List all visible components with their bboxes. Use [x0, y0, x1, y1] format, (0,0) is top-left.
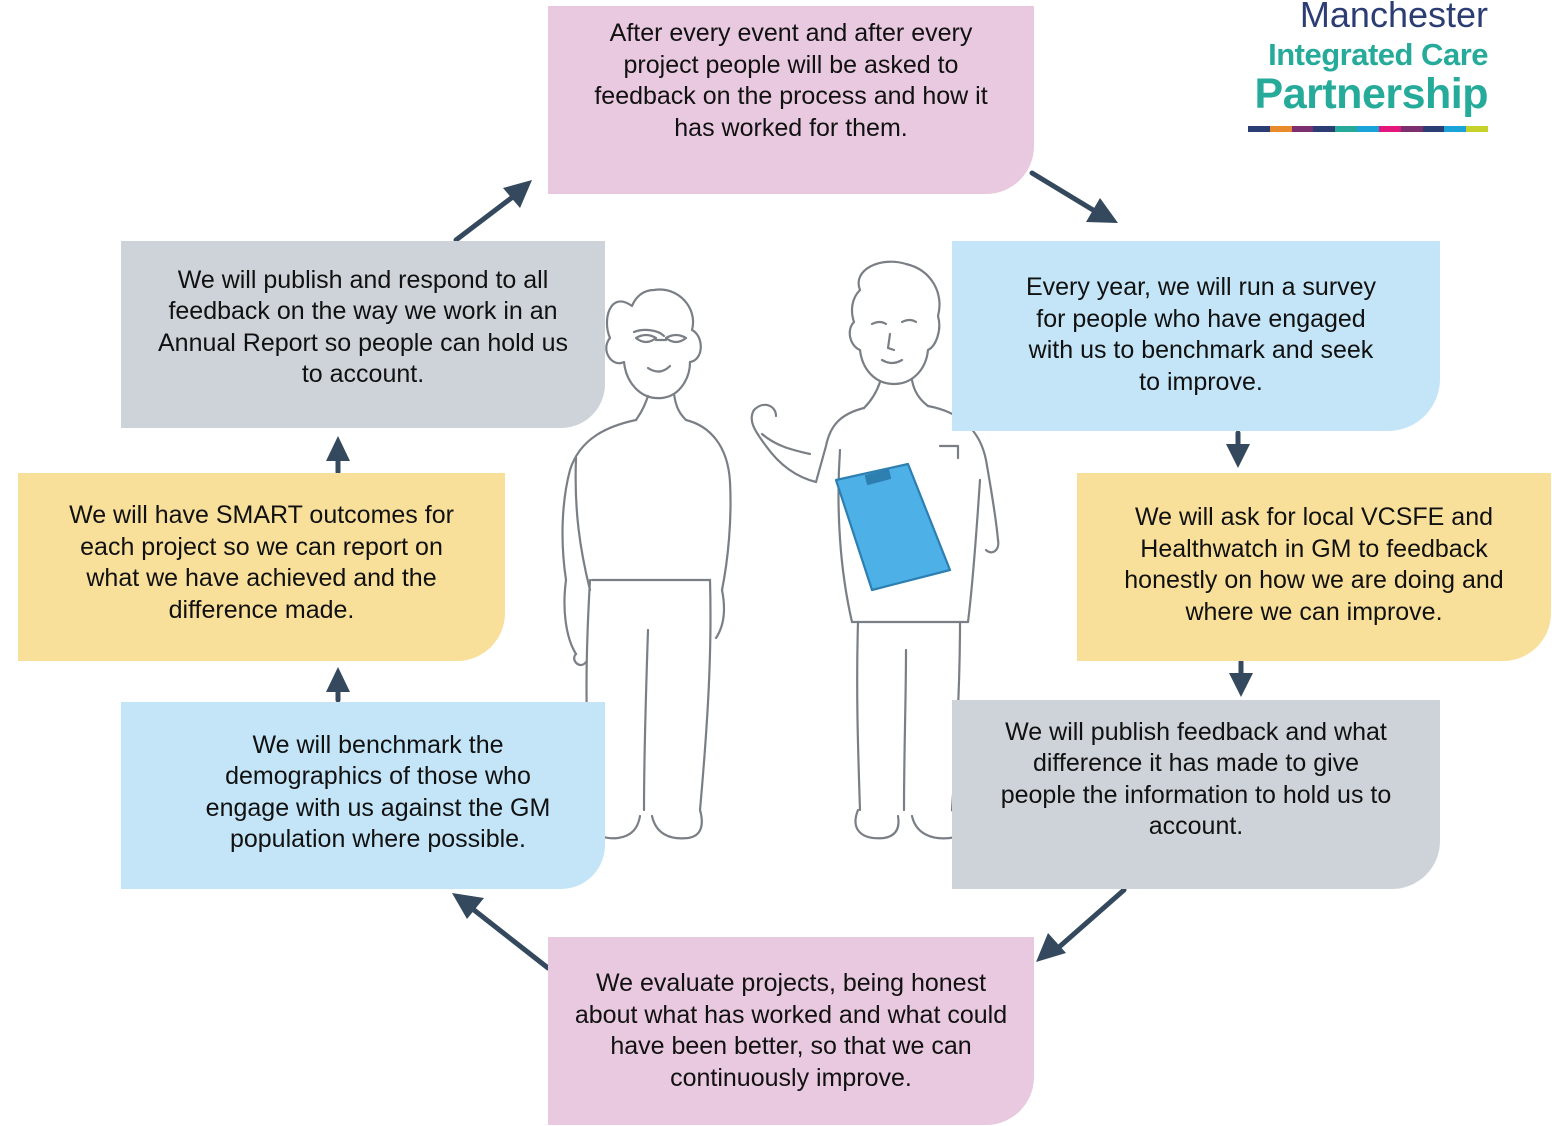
older-woman-figure — [561, 288, 732, 840]
step-smart-outcomes: We will have SMART outcomes for each pro… — [18, 473, 505, 661]
arrow-top-to-right1 — [1029, 170, 1118, 223]
logo-line-partnership: Partnership — [1254, 70, 1489, 118]
arrow-right2-to-right3 — [1229, 659, 1253, 697]
step-top-text: After every event and after every projec… — [594, 19, 988, 142]
arrow-bottom-to-left3 — [452, 893, 551, 971]
arrow-left2-to-left1 — [326, 436, 350, 475]
logo-color-stripe — [1248, 126, 1488, 132]
arrow-right3-to-bottom — [1036, 887, 1127, 962]
arrow-right1-to-right2 — [1226, 430, 1250, 468]
logo-stripe-segment — [1400, 126, 1423, 132]
step-right1-text: Every year, we will run a survey for peo… — [1025, 273, 1377, 396]
step-right2-text: We will ask for local VCSFE and Healthwa… — [1124, 503, 1504, 626]
step-left1-text: We will publish and respond to all feedb… — [157, 265, 568, 389]
logo-stripe-segment — [1291, 126, 1314, 132]
step-annual-survey: Every year, we will run a survey for peo… — [952, 241, 1440, 431]
step-publish-feedback: We will publish feedback and what differ… — [952, 700, 1440, 889]
logo-stripe-segment — [1269, 126, 1292, 132]
arrow-left1-to-top — [453, 180, 532, 243]
step-benchmark-demographics: We will benchmark the demographics of th… — [121, 702, 605, 889]
step-annual-report: We will publish and respond to all feedb… — [121, 241, 605, 428]
logo-stripe-segment — [1422, 126, 1445, 132]
logo-stripe-segment — [1313, 126, 1336, 132]
logo-stripe-segment — [1357, 126, 1379, 132]
logo-stripe-segment — [1444, 126, 1467, 132]
step-left2-text: We will have SMART outcomes for each pro… — [69, 501, 454, 624]
clipboard-icon — [834, 462, 952, 592]
logo-stripe-segment — [1335, 126, 1358, 132]
logo-line-integrated-care: Integrated Care — [1268, 37, 1488, 72]
arrow-left3-to-left2 — [326, 667, 350, 703]
logo-line-manchester: Manchester — [1299, 0, 1488, 35]
step-top-feedback-after-events: After every event and after every projec… — [548, 6, 1034, 194]
logo-stripe-segment — [1466, 126, 1488, 132]
two-people-talking-icon — [561, 260, 1000, 840]
logo-stripe-segment — [1378, 126, 1401, 132]
step-left3-text: We will benchmark the demographics of th… — [205, 730, 551, 854]
partnership-logo: Manchester Integrated Care Partnership — [1246, 0, 1489, 132]
step-vcsfe-healthwatch-feedback: We will ask for local VCSFE and Healthwa… — [1077, 473, 1551, 661]
step-bottom-text: We evaluate projects, being honest about… — [574, 969, 1008, 1092]
logo-stripe-segment — [1248, 126, 1270, 132]
nurse-figure — [750, 260, 1000, 840]
step-evaluate-projects: We evaluate projects, being honest about… — [548, 937, 1034, 1125]
step-right3-text: We will publish feedback and what differ… — [1000, 717, 1392, 841]
